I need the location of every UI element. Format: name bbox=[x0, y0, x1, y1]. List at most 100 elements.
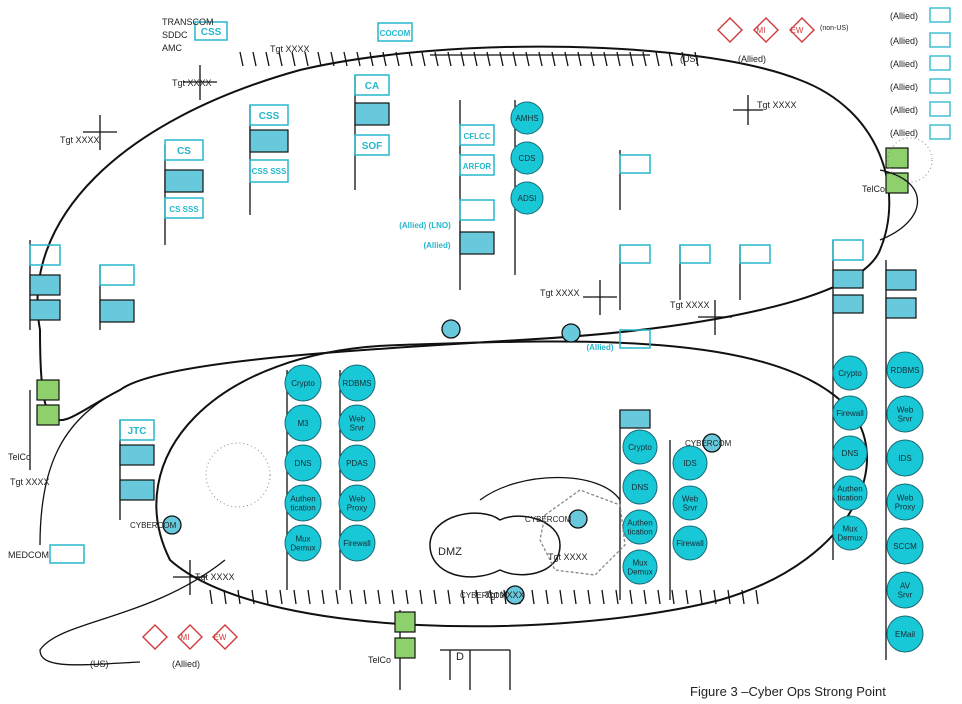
tgt-6: Tgt XXXX bbox=[670, 300, 710, 310]
hatch-mark bbox=[291, 51, 296, 67]
service-node-label: Authen bbox=[290, 495, 315, 504]
service-node-label: ADSI bbox=[518, 194, 537, 203]
label-cflcc: CFLCC bbox=[463, 132, 490, 141]
service-node-label: Demux bbox=[627, 568, 652, 577]
service-node bbox=[832, 395, 868, 431]
hatch-mark bbox=[278, 51, 283, 67]
label-cs-sss: CS SSS bbox=[169, 205, 199, 214]
service-node bbox=[672, 445, 708, 481]
hatch-mark bbox=[727, 589, 731, 605]
tgt-10: Tgt XXXX bbox=[485, 590, 525, 600]
hatch-mark bbox=[671, 589, 675, 605]
service-node-label: Authen bbox=[837, 485, 862, 494]
hatch-mark bbox=[395, 51, 400, 67]
label-allied-2: (Allied) bbox=[586, 343, 613, 352]
tgt-8: Tgt XXXX bbox=[195, 572, 235, 582]
label-telco-left: TelCo bbox=[8, 452, 31, 462]
threat-icons bbox=[142, 17, 815, 650]
service-node-label: AMHS bbox=[515, 114, 538, 123]
service-node bbox=[284, 404, 322, 442]
outline-unit-boxes bbox=[29, 21, 864, 564]
figure-caption: Figure 3 –Cyber Ops Strong Point bbox=[690, 684, 886, 699]
service-node bbox=[284, 364, 322, 402]
hatch-mark bbox=[473, 51, 478, 67]
service-node-label: tication bbox=[627, 528, 652, 537]
hatch-mark bbox=[512, 51, 517, 67]
hatch-mark bbox=[343, 51, 348, 67]
service-node bbox=[832, 515, 868, 551]
hatch-mark bbox=[356, 51, 361, 67]
hatch-mark bbox=[460, 51, 465, 67]
hatch-mark bbox=[486, 51, 491, 67]
hatch-mark bbox=[685, 589, 689, 605]
service-node bbox=[672, 485, 708, 521]
hatch-mark bbox=[252, 51, 257, 67]
label-allied-bottom: (Allied) bbox=[172, 659, 200, 669]
hatch-mark bbox=[461, 589, 465, 605]
service-node-label: Srvr bbox=[683, 504, 698, 513]
service-node-label: Srvr bbox=[898, 591, 913, 600]
tgt-5: Tgt XXXX bbox=[540, 288, 580, 298]
hatch-mark bbox=[265, 589, 269, 605]
hatch-mark bbox=[642, 51, 647, 67]
service-node-label: Demux bbox=[290, 544, 315, 553]
service-node bbox=[338, 404, 376, 442]
service-node-label: Mux bbox=[632, 559, 647, 568]
cybercom-nodes bbox=[162, 319, 722, 605]
label-cybercom-3: CYBERCOM bbox=[525, 515, 572, 524]
hatch-mark bbox=[223, 589, 227, 605]
hatch-mark bbox=[349, 589, 353, 605]
service-node bbox=[886, 571, 924, 609]
service-node-label: Authen bbox=[627, 519, 652, 528]
label-us-bottom: (US) bbox=[90, 659, 109, 669]
service-node bbox=[284, 484, 322, 522]
service-node-label: AV bbox=[900, 582, 911, 591]
service-node-label: Web bbox=[897, 406, 914, 415]
hatch-mark bbox=[475, 589, 479, 605]
tgt-4: Tgt XXXX bbox=[757, 100, 797, 110]
tgt-7: Tgt XXXX bbox=[10, 477, 50, 487]
hatch-mark bbox=[251, 589, 255, 605]
hatch-mark bbox=[239, 51, 244, 67]
service-node-label: M3 bbox=[297, 419, 309, 428]
service-node bbox=[338, 484, 376, 522]
service-node bbox=[832, 355, 868, 391]
dmz-zone bbox=[429, 512, 561, 578]
hatch-mark bbox=[377, 589, 381, 605]
label-cocom: COCOM bbox=[380, 29, 411, 38]
hatch-mark bbox=[434, 51, 439, 67]
hatch-mark bbox=[237, 589, 241, 605]
service-node-label: Firewall bbox=[836, 409, 864, 418]
service-node bbox=[622, 429, 658, 465]
hatch-mark bbox=[419, 589, 423, 605]
allied-legend-6: (Allied) bbox=[890, 128, 918, 138]
allied-legend-boxes bbox=[929, 7, 951, 140]
hatch-mark bbox=[616, 51, 621, 67]
hatch-mark bbox=[382, 51, 387, 67]
label-transcom: TRANSCOM bbox=[162, 17, 214, 27]
service-node-label: Crypto bbox=[838, 369, 862, 378]
label-ca: CA bbox=[365, 81, 379, 92]
service-node-label: Srvr bbox=[898, 415, 913, 424]
label-telco-bottom: TelCo bbox=[368, 655, 391, 665]
service-node-label: DNS bbox=[295, 459, 312, 468]
hatch-mark bbox=[668, 51, 673, 67]
service-stacks: AMHSCDSADSICryptoM3DNSAuthenticationMuxD… bbox=[284, 101, 924, 653]
hatch-mark bbox=[615, 589, 619, 605]
service-node-label: Mux bbox=[295, 535, 310, 544]
hatch-mark bbox=[573, 589, 577, 605]
allied-legend-2: (Allied) bbox=[890, 36, 918, 46]
threat-ew-bottom: EW bbox=[214, 633, 227, 642]
hatch-mark bbox=[643, 589, 647, 605]
allied-legend-5: (Allied) bbox=[890, 105, 918, 115]
allied-legend-3: (Allied) bbox=[890, 59, 918, 69]
service-node-label: SCCM bbox=[893, 542, 917, 551]
hatch-mark bbox=[564, 51, 569, 67]
spiky-node bbox=[205, 442, 271, 508]
service-node-label: DNS bbox=[842, 449, 859, 458]
service-node bbox=[886, 351, 924, 389]
service-node bbox=[338, 364, 376, 402]
hatch-mark bbox=[538, 51, 543, 67]
hatch-mark bbox=[489, 589, 493, 605]
